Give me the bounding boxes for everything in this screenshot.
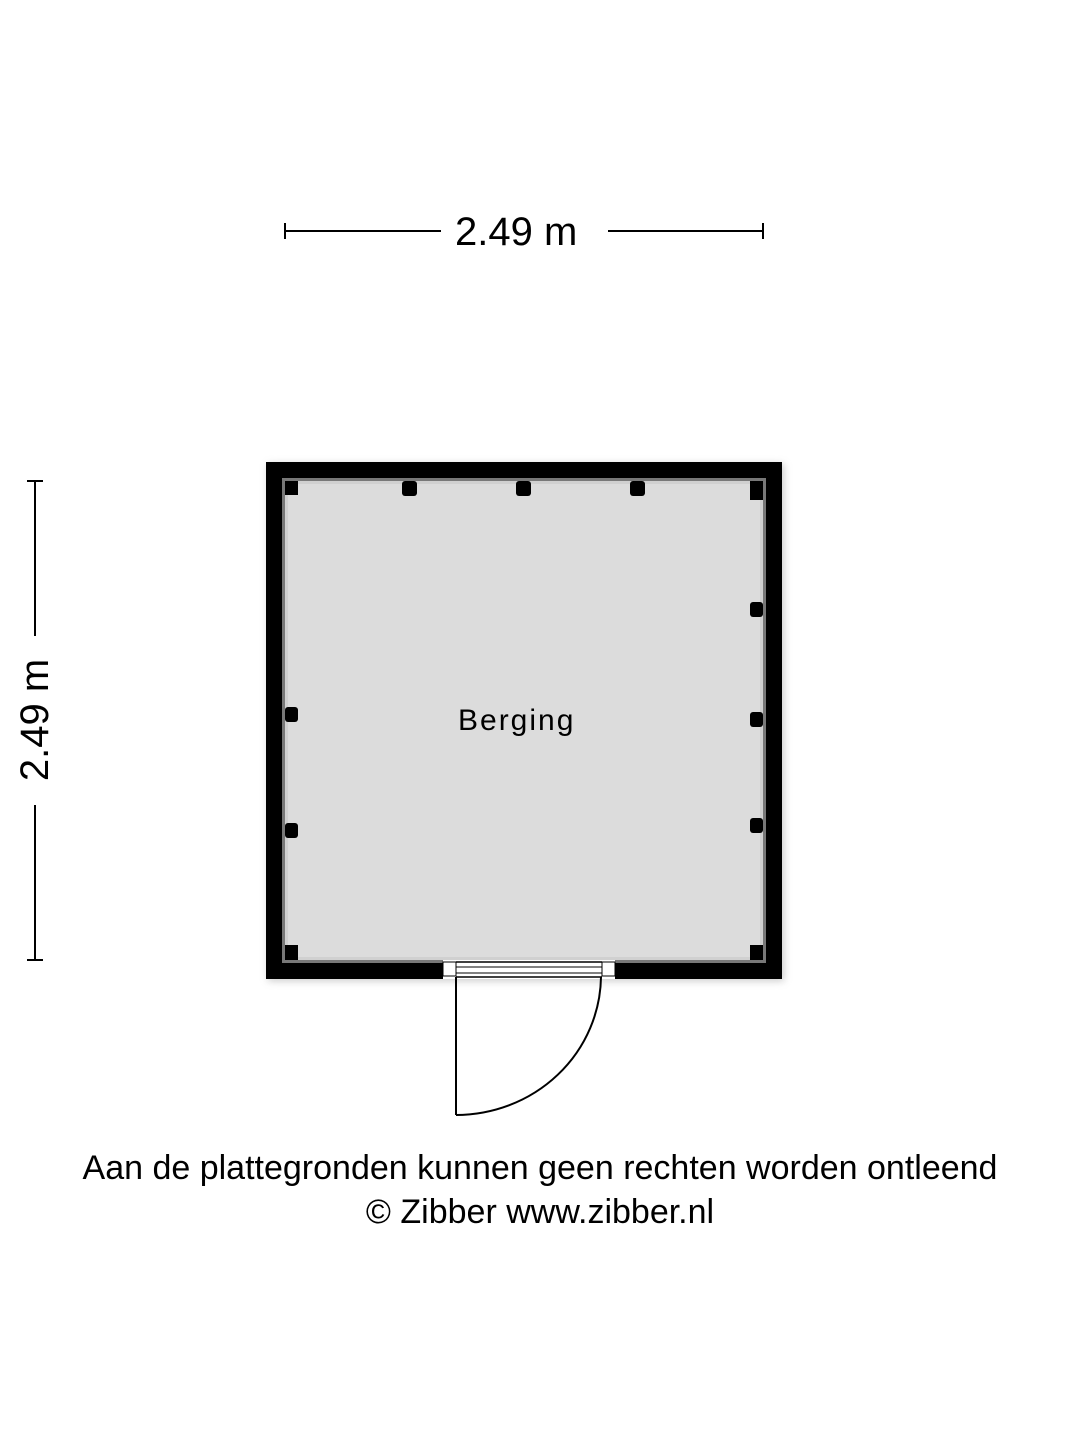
door-swing-arc [455, 976, 602, 1116]
room-label-berging: Berging [458, 704, 576, 737]
room-floor-berging [285, 481, 763, 960]
height-dimension-line [27, 480, 43, 961]
width-dimension-label: 2.49 m [455, 210, 578, 254]
wall-pillars [285, 481, 763, 960]
door[interactable] [442, 960, 616, 1116]
disclaimer-text: Aan de plattegronden kunnen geen rechten… [82, 1149, 998, 1187]
width-dimension-line [284, 223, 764, 239]
copyright-text: © Zibber www.zibber.nl [365, 1193, 715, 1231]
height-dimension-label: 2.49 m [13, 658, 57, 782]
